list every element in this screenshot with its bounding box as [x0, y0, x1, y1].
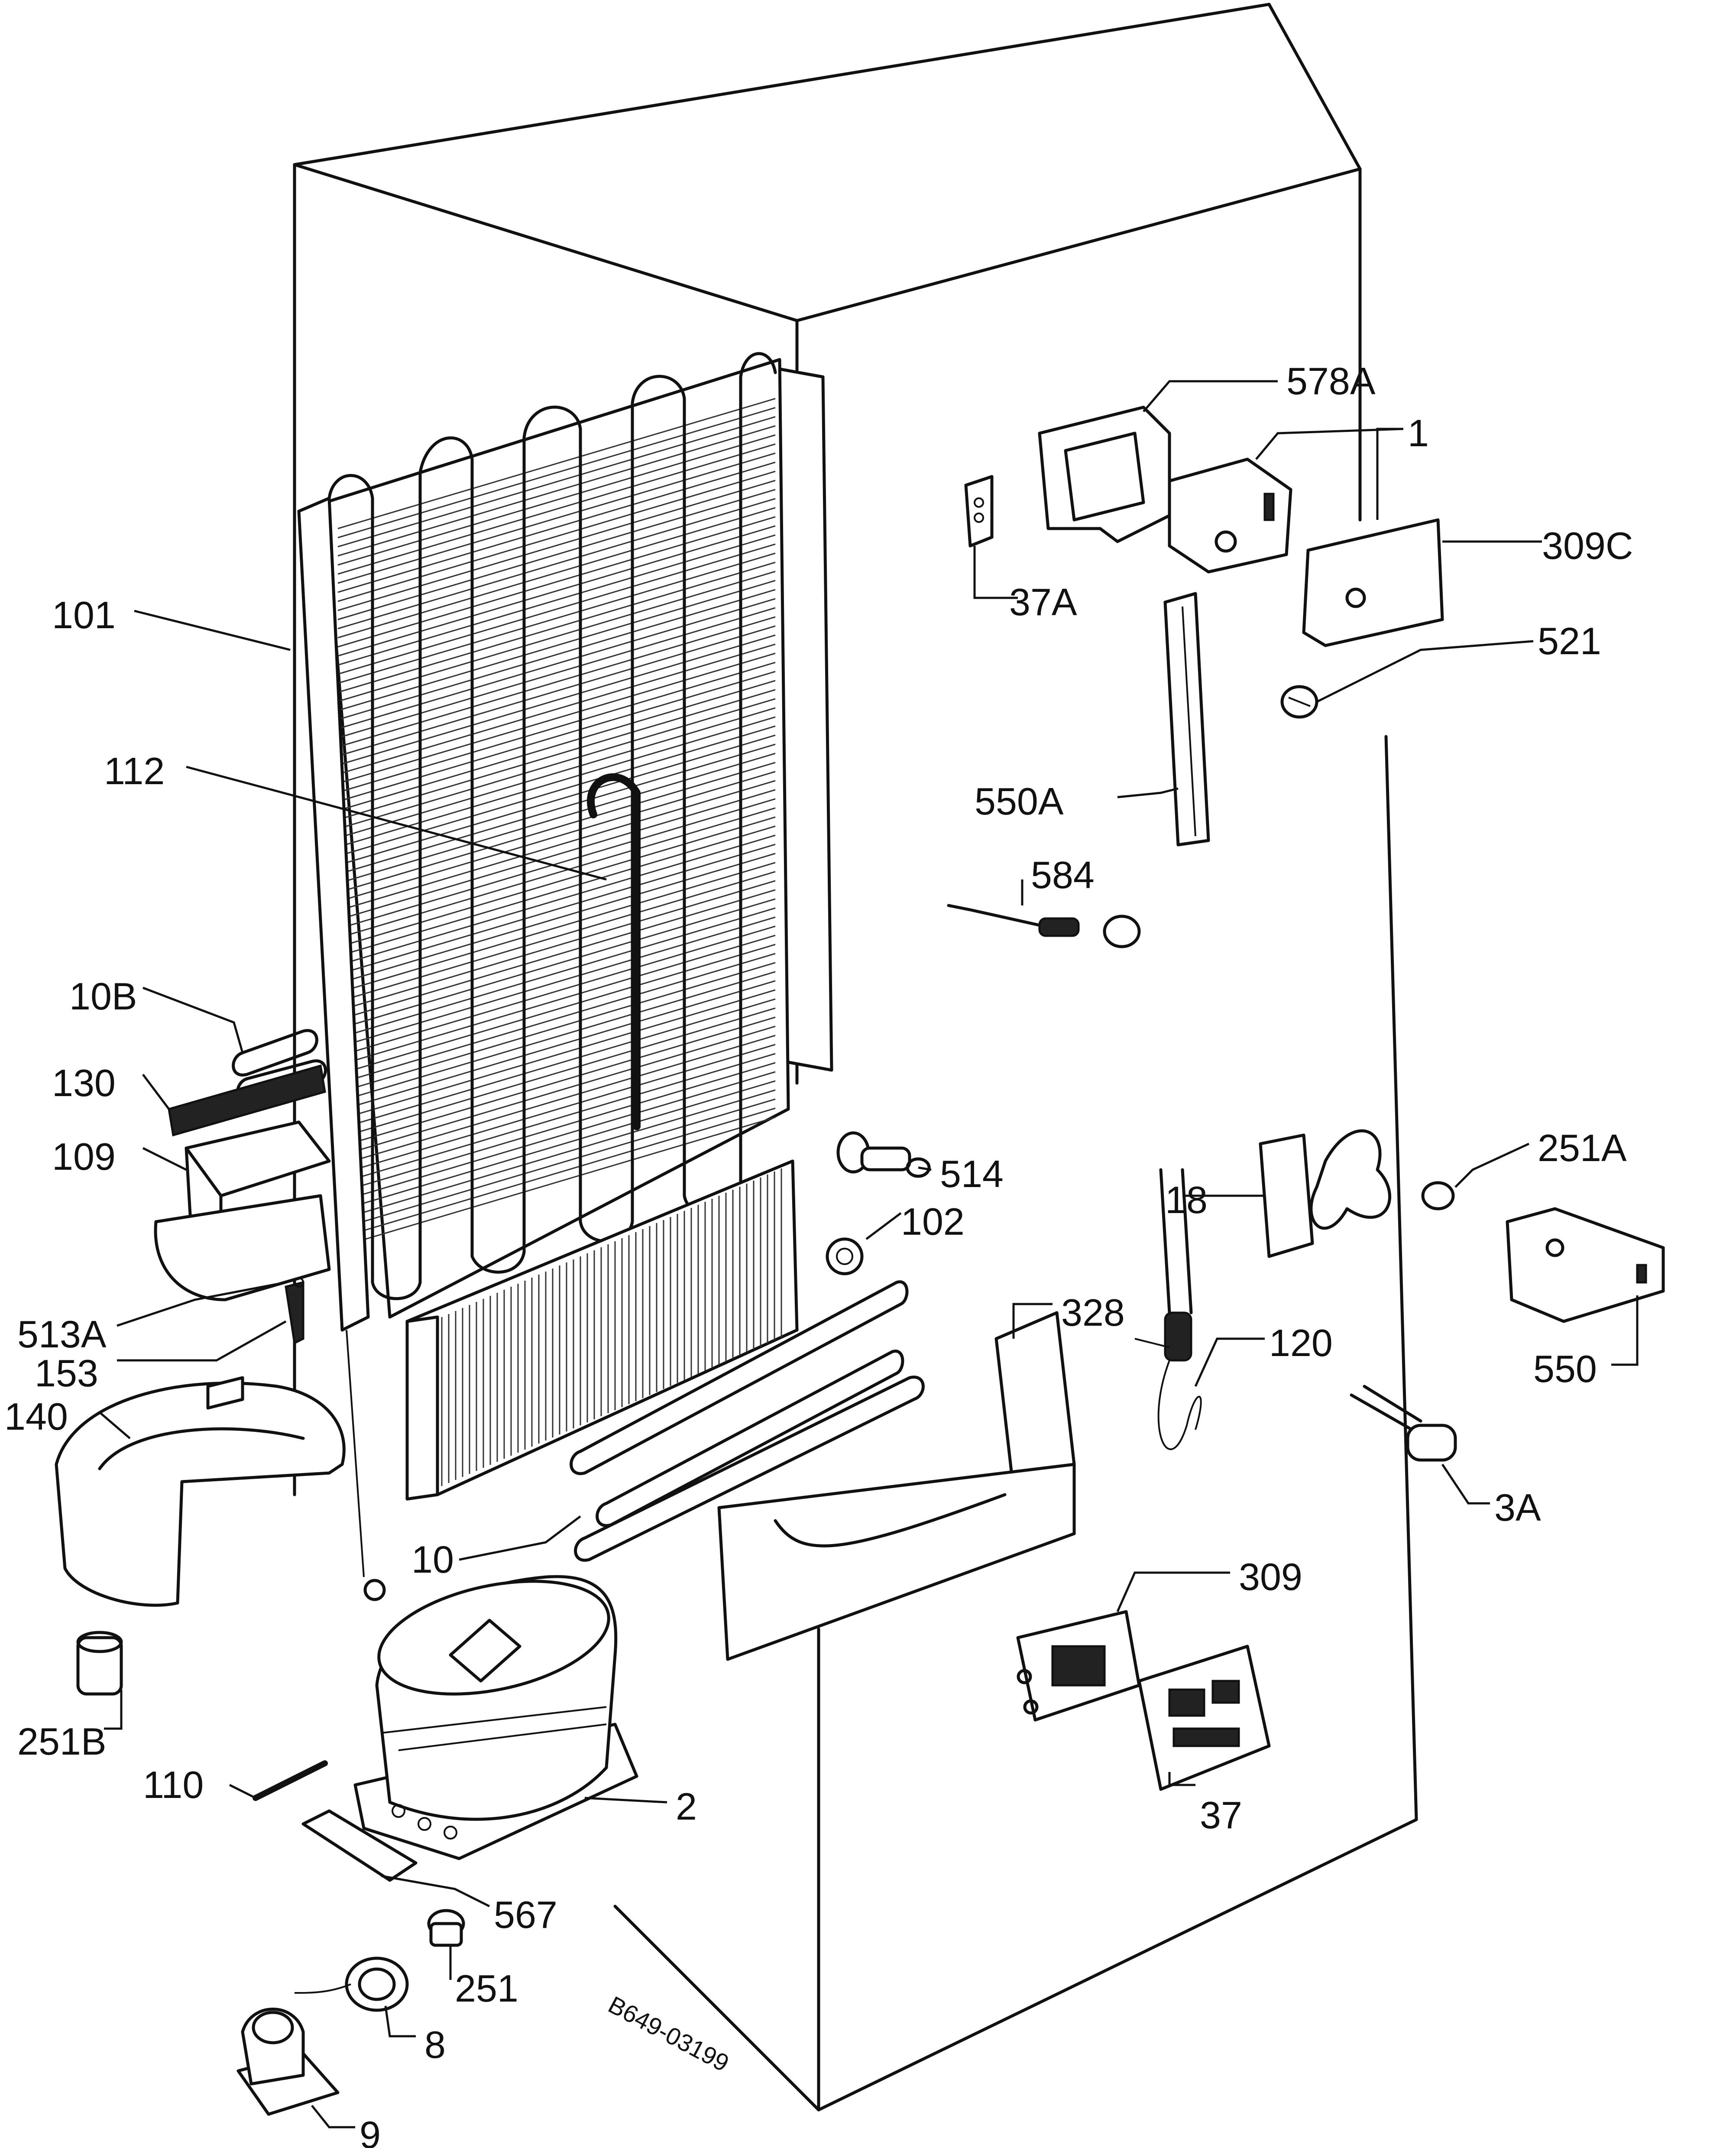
label-37: 37: [1200, 1794, 1242, 1837]
insulation-panel: [717, 1311, 1076, 1661]
part-578A-housing: [1038, 406, 1171, 543]
label-550A: 550A: [975, 780, 1064, 823]
drain-coils: [570, 1280, 925, 1562]
label-251B: 251B: [17, 1720, 107, 1763]
part-109-tray: [154, 1120, 331, 1301]
label-567: 567: [494, 1893, 557, 1936]
part-120-wiring: [1134, 1168, 1202, 1450]
label-514: 514: [940, 1152, 1004, 1195]
label-251A: 251A: [1538, 1126, 1627, 1169]
label-8: 8: [424, 2023, 446, 2066]
part-37-pcb: [1137, 1645, 1271, 1791]
label-9: 9: [360, 2113, 381, 2148]
label-309C: 309C: [1542, 524, 1633, 567]
label-153: 153: [35, 1352, 98, 1395]
part-251-grommet: [427, 1909, 465, 1947]
label-101: 101: [52, 594, 116, 636]
heat-exchanger: [405, 1159, 864, 1501]
part-37A-connector: [964, 475, 994, 548]
part-513A-cover: [294, 1277, 304, 1288]
label-550: 550: [1533, 1347, 1597, 1390]
condenser: [297, 352, 790, 1601]
part-550A-strip: [1163, 592, 1210, 847]
label-120: 120: [1269, 1321, 1333, 1364]
label-3A: 3A: [1494, 1486, 1541, 1529]
part-550-bracket: [1506, 1207, 1665, 1323]
part-1-thermostat: [1168, 458, 1292, 574]
label-102: 102: [901, 1200, 965, 1243]
part-110-pin: [253, 1760, 328, 1801]
label-140: 140: [4, 1395, 68, 1438]
part-309-control-board: [1016, 1610, 1141, 1722]
refrigerator-cabinet: [293, 3, 1418, 2112]
condenser-fins: [337, 398, 776, 1248]
label-584: 584: [1031, 853, 1095, 896]
part-584-sensor: [947, 904, 1141, 948]
label-251: 251: [455, 1967, 518, 2010]
label-112: 112: [104, 750, 165, 792]
part-514-lamp-holder: [836, 1131, 931, 1178]
label-130: 130: [52, 1061, 116, 1104]
label-513A: 513A: [17, 1313, 107, 1356]
part-8-relay: [294, 1957, 409, 2012]
part-153-clip: [285, 1281, 304, 1345]
label-521: 521: [1538, 620, 1601, 662]
leader-lines: [99, 380, 1639, 2129]
label-37A: 37A: [1009, 581, 1077, 623]
part-251A-grommet: [1421, 1181, 1455, 1210]
label-18: 18: [1165, 1178, 1208, 1221]
label-328: 328: [1061, 1291, 1125, 1334]
label-10B: 10B: [69, 975, 137, 1018]
label-109: 109: [52, 1135, 116, 1178]
heat-exchanger-fins: [441, 1168, 782, 1486]
label-1: 1: [1408, 412, 1429, 454]
part-130-label-plate: [168, 1064, 326, 1137]
part-9-bracket: [236, 2008, 340, 2116]
compressor: [353, 1575, 638, 1860]
part-251B-grommet: [76, 1631, 123, 1696]
part-567-base-plate: [301, 1809, 418, 1882]
label-110: 110: [143, 1763, 204, 1806]
label-309: 309: [1239, 1555, 1302, 1598]
label-10: 10: [411, 1538, 454, 1581]
part-3A-sensor: [1350, 1385, 1457, 1462]
label-2: 2: [676, 1785, 697, 1828]
part-140-housing: [55, 1376, 346, 1607]
part-521-knob: [1280, 685, 1318, 719]
label-578A: 578A: [1286, 360, 1376, 402]
part-18-fan: [1259, 1129, 1392, 1258]
part-309C-cover: [1302, 518, 1444, 647]
